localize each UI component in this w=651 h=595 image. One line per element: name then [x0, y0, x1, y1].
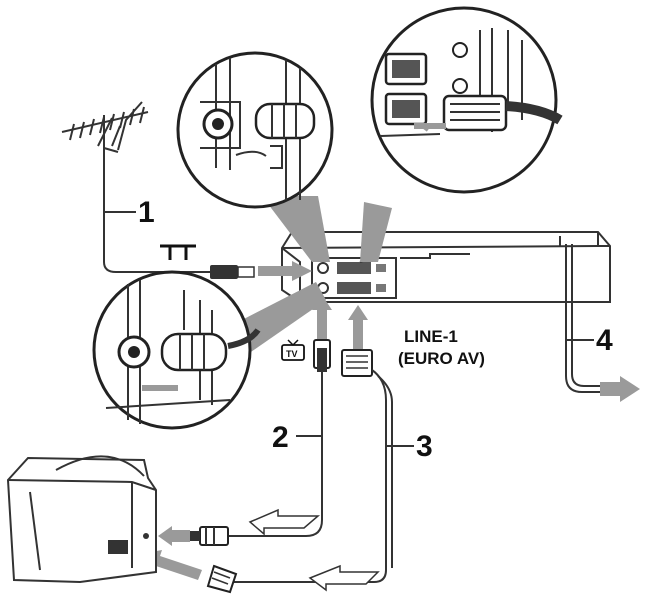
zoom-cone-scart — [360, 202, 392, 262]
antenna-icon — [61, 101, 212, 273]
zoom-rf-connection — [176, 51, 334, 209]
arrow-cable-2 — [248, 508, 321, 536]
step-2-label: 2 — [272, 421, 289, 454]
television — [6, 455, 157, 584]
scart-plug-icon — [341, 349, 373, 377]
line-1-label: LINE-1 — [404, 327, 458, 346]
arrow-antenna-in — [258, 261, 312, 281]
zoom-tv-out-connection — [92, 270, 261, 430]
step-3-label: 3 — [416, 430, 433, 463]
antenna-symbol-icon — [160, 244, 196, 260]
step-4-label: 4 — [596, 324, 613, 357]
vcr-unit — [281, 231, 611, 303]
tv-symbol-text: TV — [286, 349, 298, 359]
tv-symbol-icon: TV — [281, 339, 305, 361]
cable-4-mains — [565, 244, 640, 402]
zoom-cone-rf — [262, 196, 330, 262]
zoom-scart-connection — [370, 6, 563, 194]
coax-plug-icon — [210, 265, 255, 279]
arrow-cable-3 — [308, 564, 380, 592]
step-1-label: 1 — [138, 196, 155, 229]
zoom-cone-tv-out — [238, 282, 326, 354]
euro-av-label: (EURO AV) — [398, 349, 485, 368]
cable-2-rf — [158, 295, 332, 546]
